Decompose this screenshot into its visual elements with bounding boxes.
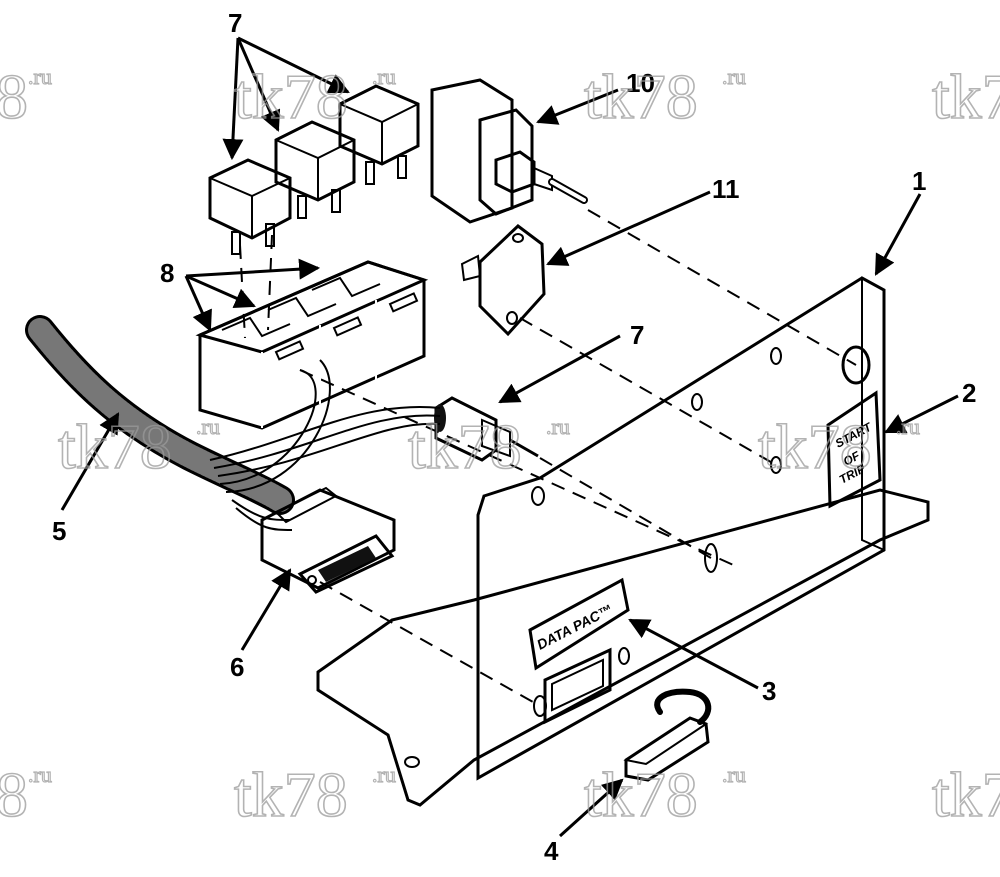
watermark-text: tk78 — [234, 61, 348, 132]
connector-cutout — [543, 647, 612, 725]
watermark-text: tk78 — [932, 759, 1000, 830]
callout-numbers: 7 8 10 11 1 2 7 3 5 6 4 — [52, 8, 976, 866]
watermark-suffix: .ru — [196, 414, 220, 439]
watermark-text: tk78 — [584, 61, 698, 132]
harness-hook — [623, 688, 712, 782]
relay-sockets — [195, 260, 429, 430]
watermark-text: tk78 — [58, 411, 172, 482]
callout-6: 6 — [230, 652, 244, 682]
d-sub-connector — [260, 486, 396, 594]
watermark-suffix: .ru — [722, 64, 746, 89]
toggle-switch — [430, 78, 588, 224]
leader-lines — [60, 36, 959, 838]
relay-3 — [338, 84, 420, 185]
watermark-suffix: .ru — [372, 762, 396, 787]
indicator-lamp — [434, 396, 539, 462]
watermark-suffix: .ru — [28, 762, 52, 787]
watermark-suffix: .ru — [896, 414, 920, 439]
callout-8: 8 — [160, 258, 174, 288]
watermark-partial: 8 — [0, 61, 28, 132]
callout-5: 5 — [52, 516, 66, 546]
watermark-text: tk78 — [234, 759, 348, 830]
watermark-suffix: .ru — [722, 762, 746, 787]
data-pac-label: DATA PAC™ — [528, 577, 630, 671]
callout-7-lamp: 7 — [630, 320, 644, 350]
watermark-text: tk78 — [408, 411, 522, 482]
callout-3: 3 — [762, 676, 776, 706]
relay-2 — [274, 120, 356, 219]
callout-10: 10 — [626, 68, 655, 98]
watermark-suffix: .ru — [372, 64, 396, 89]
relay-1 — [208, 158, 292, 255]
watermark-partial: 8 — [0, 759, 28, 830]
watermarks: 8 .ru tk78 .ru tk78 .ru tk78 tk78 .ru tk… — [0, 60, 1000, 831]
watermark-text: tk78 — [584, 759, 698, 830]
callout-11: 11 — [712, 174, 740, 204]
watermark-suffix: .ru — [546, 414, 570, 439]
callout-1: 1 — [912, 166, 926, 196]
mount-hole-large — [841, 345, 871, 385]
watermark-suffix: .ru — [28, 64, 52, 89]
face-plate — [476, 276, 886, 781]
wire-harness — [25, 315, 441, 531]
callout-7-relays: 7 — [228, 8, 242, 38]
base-plate — [316, 488, 930, 807]
callout-2: 2 — [962, 378, 976, 408]
callout-4: 4 — [544, 836, 559, 866]
watermark-text: tk78 — [932, 61, 1000, 132]
watermark-text: tk78 — [758, 411, 872, 482]
switch-bracket — [460, 224, 546, 337]
